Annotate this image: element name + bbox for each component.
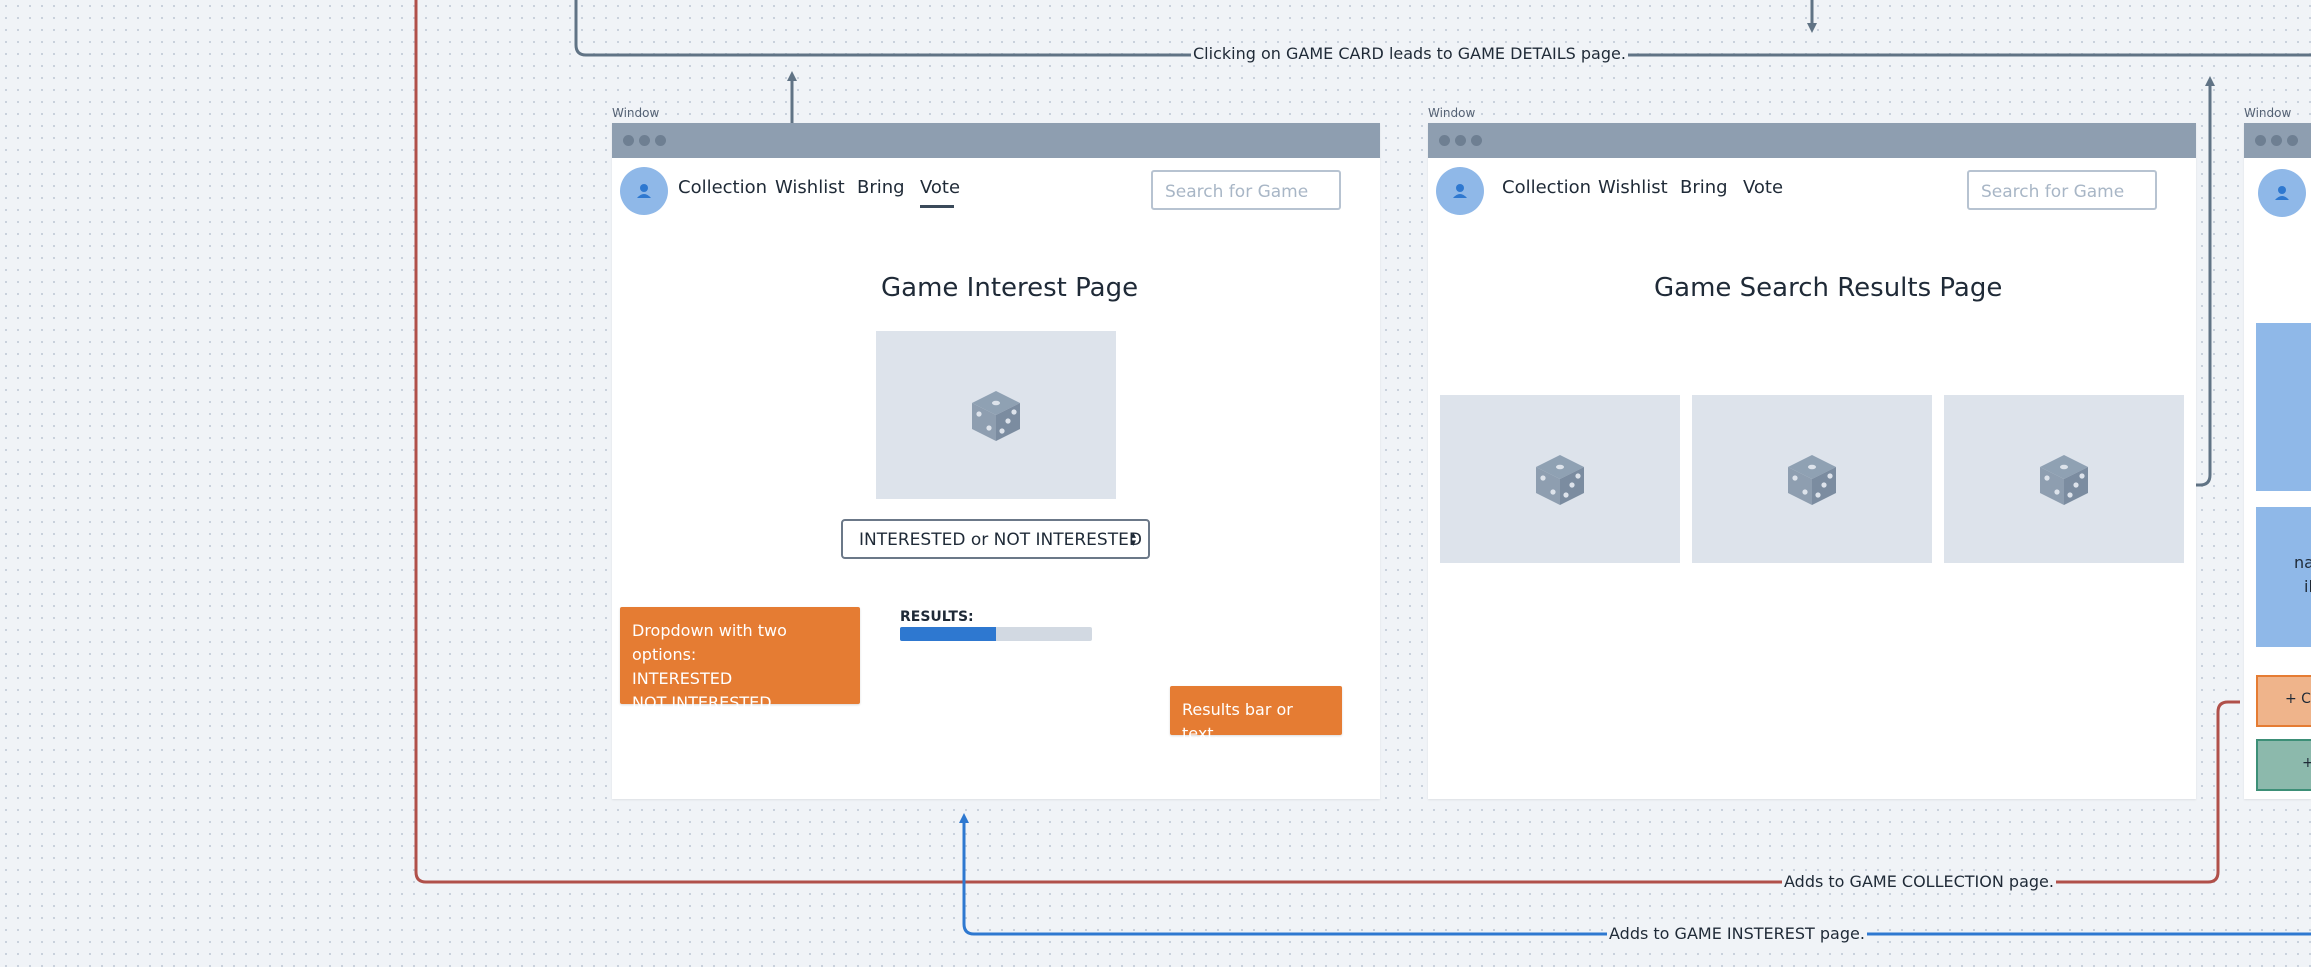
nav-vote[interactable]: Vote: [920, 177, 961, 198]
nav-collection[interactable]: Collection: [1502, 177, 1592, 198]
user-icon: [1453, 184, 1467, 198]
window-control-dot[interactable]: [2287, 135, 2298, 146]
nav-vote[interactable]: Vote: [1743, 177, 1784, 198]
window-control-dot[interactable]: [2255, 135, 2266, 146]
window-control-dot[interactable]: [1455, 135, 1466, 146]
nav-bar: Collection Wishlist Bring Vote Search fo…: [612, 158, 1380, 228]
user-icon: [637, 184, 651, 198]
connector-interest: [959, 813, 2311, 936]
window-titlebar: [612, 123, 1380, 158]
window-partial: na il + Co +: [2244, 123, 2311, 799]
dice-icon: [1788, 455, 1836, 505]
results-bar-fill: [900, 627, 996, 641]
flow-label-game-card: Clicking on GAME CARD leads to GAME DETA…: [1191, 44, 1628, 63]
nav-bring[interactable]: Bring: [1680, 177, 1728, 198]
game-card[interactable]: [1944, 395, 2184, 563]
window-label: Window: [2244, 106, 2292, 120]
dice-icon: [2040, 455, 2088, 505]
user-icon: [2275, 186, 2289, 200]
partial-text: il: [2304, 577, 2311, 596]
nav-wishlist[interactable]: Wishlist: [1598, 177, 1668, 198]
connector-game-card: [574, 0, 2311, 57]
search-input[interactable]: Search for Game: [1967, 170, 2157, 210]
note-line: Dropdown with two options:: [632, 621, 787, 664]
nav-collection[interactable]: Collection: [678, 177, 768, 198]
game-card[interactable]: [1692, 395, 1932, 563]
dice-icon: [1536, 455, 1584, 505]
window-control-dot[interactable]: [639, 135, 650, 146]
game-card[interactable]: [1440, 395, 1680, 563]
note-dropdown: Dropdown with two options: INTERESTED NO…: [620, 607, 860, 712]
results-label: RESULTS:: [900, 609, 974, 625]
results-bar: [900, 627, 1092, 641]
window-titlebar: [2244, 123, 2311, 158]
add-to-interest-button[interactable]: +: [2256, 739, 2311, 791]
window-control-dot[interactable]: [1439, 135, 1450, 146]
window-search-results-page: Collection Wishlist Bring Vote Search fo…: [1428, 123, 2196, 799]
game-image-placeholder[interactable]: [876, 331, 1116, 499]
content-block: na il: [2256, 507, 2311, 647]
window-control-dot[interactable]: [2271, 135, 2282, 146]
flow-label-interest: Adds to GAME INSTEREST page.: [1607, 924, 1867, 943]
avatar[interactable]: [1436, 167, 1484, 215]
chevron-updown-icon: ▴▾: [1130, 528, 1136, 549]
page-title: Game Interest Page: [881, 273, 1139, 303]
connector-results-up: [2190, 76, 2215, 487]
partial-text: na: [2294, 553, 2311, 572]
window-control-dot[interactable]: [623, 135, 634, 146]
avatar[interactable]: [2258, 169, 2306, 217]
note-line: NOT INTERESTED: [632, 693, 772, 712]
avatar[interactable]: [620, 167, 668, 215]
nav-bring[interactable]: Bring: [857, 177, 905, 198]
connector-collection: [414, 0, 2240, 884]
content-block: [2256, 323, 2311, 491]
window-titlebar: [1428, 123, 2196, 158]
interest-dropdown[interactable]: INTERESTED or NOT INTERESTED ▴▾: [841, 519, 1150, 559]
note-line: INTERESTED: [632, 669, 733, 688]
note-results: Results bar or text.: [1170, 686, 1342, 743]
window-label: Window: [612, 106, 660, 120]
note-line: Results bar or text.: [1182, 700, 1293, 743]
nav-wishlist[interactable]: Wishlist: [775, 177, 845, 198]
search-input[interactable]: Search for Game: [1151, 170, 1341, 210]
dice-icon: [972, 391, 1020, 441]
add-to-collection-button[interactable]: + Co: [2256, 675, 2311, 727]
window-control-dot[interactable]: [1471, 135, 1482, 146]
page-title: Game Search Results Page: [1654, 273, 2003, 303]
nav-active-underline: [920, 205, 954, 208]
window-control-dot[interactable]: [655, 135, 666, 146]
nav-bar: Collection Wishlist Bring Vote Search fo…: [1428, 158, 2196, 228]
dropdown-value: INTERESTED or NOT INTERESTED: [859, 530, 1142, 550]
window-label: Window: [1428, 106, 1476, 120]
flow-label-collection: Adds to GAME COLLECTION page.: [1782, 872, 2056, 891]
